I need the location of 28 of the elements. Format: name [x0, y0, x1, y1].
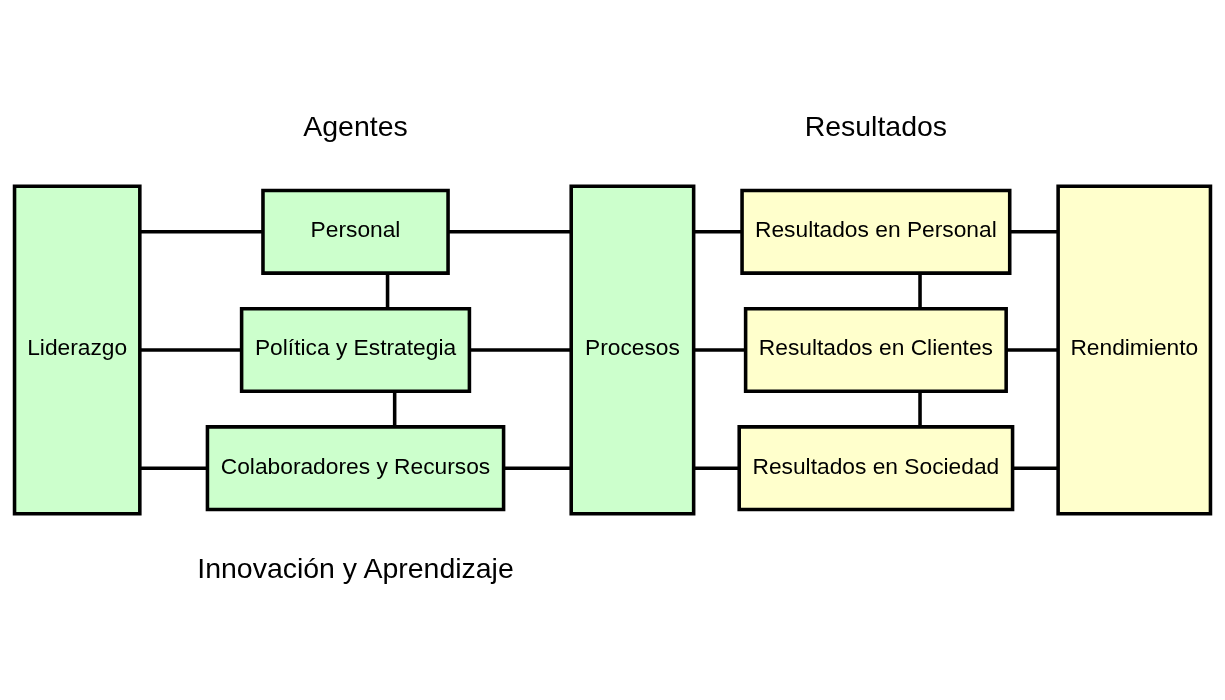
connector	[918, 391, 922, 427]
connector	[1012, 466, 1058, 470]
connector	[918, 273, 922, 309]
connector	[140, 348, 242, 352]
node-box: Colaboradores y Recursos	[205, 425, 506, 512]
label: Agentes	[303, 110, 408, 143]
connector	[693, 466, 739, 470]
connector	[140, 466, 207, 470]
node-box: Resultados en Sociedad	[737, 425, 1015, 512]
connector	[693, 230, 742, 234]
node-box: Personal	[261, 188, 450, 275]
connector	[392, 391, 397, 427]
node-box: Procesos	[569, 184, 696, 516]
connector	[469, 348, 572, 352]
connector	[448, 230, 571, 234]
node-box: Resultados en Clientes	[743, 306, 1008, 394]
node-box: Resultados en Personal	[740, 188, 1012, 275]
node-box: Rendimiento	[1056, 184, 1213, 516]
connector	[385, 273, 390, 309]
connector	[503, 466, 571, 470]
label: Resultados	[804, 110, 948, 143]
label: Innovación y Aprendizaje	[197, 551, 514, 584]
node-box: Liderazgo	[12, 184, 142, 516]
connector	[140, 230, 263, 234]
connector	[693, 348, 746, 352]
connector	[1010, 230, 1059, 234]
connector	[1006, 348, 1058, 352]
node-box: Política y Estrategia	[239, 306, 472, 394]
